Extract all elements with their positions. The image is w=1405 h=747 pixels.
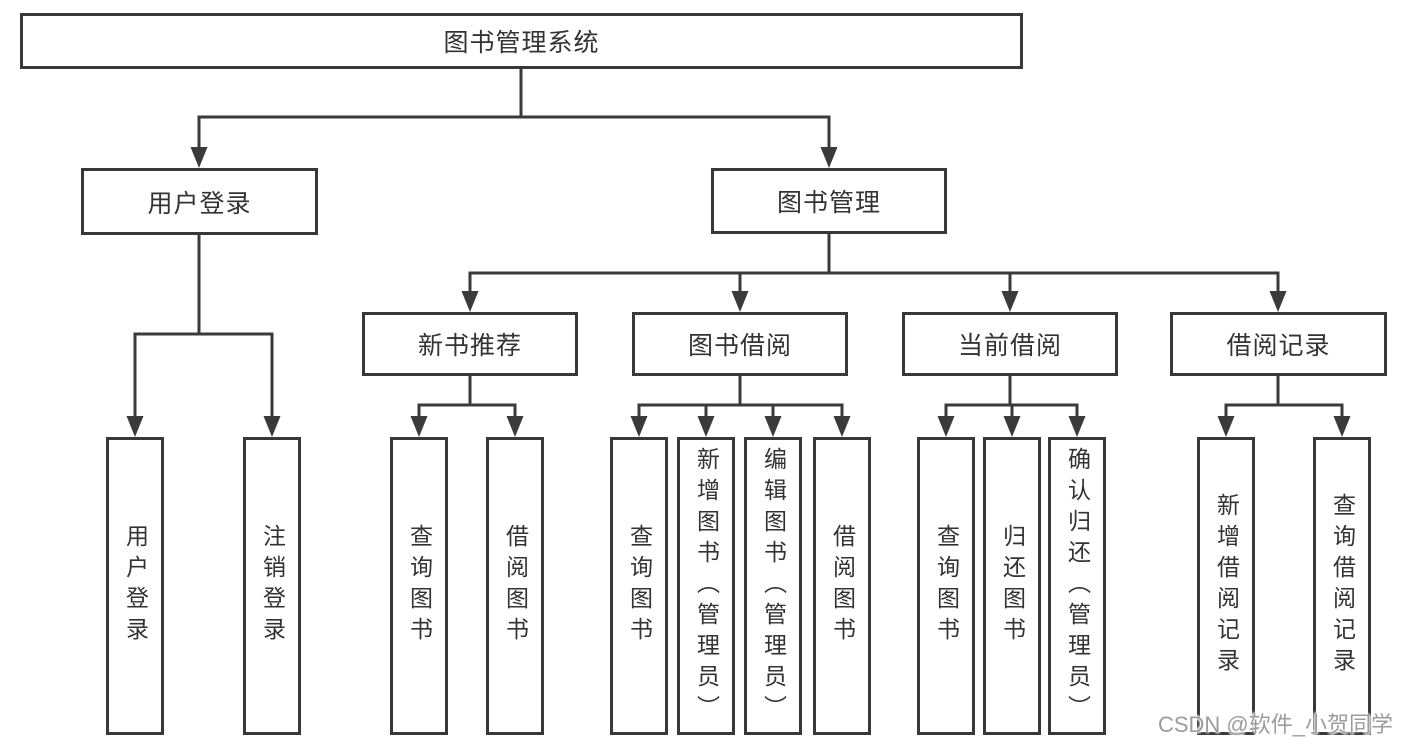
node-user-login: 用户登录 — [81, 168, 318, 235]
leaf-edit-book-admin: 编辑图书（管理员） — [744, 437, 802, 735]
arrowhead-icon — [1003, 416, 1021, 437]
arrowhead-icon — [833, 416, 851, 437]
arrowhead-icon — [126, 416, 144, 437]
node-new-book-recommend: 新书推荐 — [362, 312, 578, 376]
arrowhead-icon — [1001, 291, 1019, 312]
leaf-label: 借阅图书 — [502, 524, 529, 648]
arrowhead-icon — [1068, 416, 1086, 437]
arrowhead-icon — [937, 416, 955, 437]
leaf-return-book: 归还图书 — [983, 437, 1041, 735]
node-book-borrow: 图书借阅 — [632, 312, 848, 376]
arrowhead-icon — [190, 147, 208, 168]
leaf-borrow-books: 借阅图书 — [813, 437, 871, 735]
leaf-user-login: 用户登录 — [106, 437, 164, 735]
leaf-logout-login: 注销登录 — [243, 437, 301, 735]
leaf-query-books-current: 查询图书 — [917, 437, 975, 735]
leaf-borrow-books-recommend: 借阅图书 — [486, 437, 544, 735]
leaf-confirm-return-admin: 确认归还（管理员） — [1048, 437, 1106, 735]
csdn-watermark: CSDN @软件_小贺同学 — [1157, 712, 1393, 737]
leaf-label: 归还图书 — [999, 524, 1026, 648]
arrowhead-icon — [410, 416, 428, 437]
arrowhead-icon — [630, 416, 648, 437]
leaf-query-borrow-record: 查询借阅记录 — [1313, 437, 1371, 735]
leaf-add-borrow-record: 新增借阅记录 — [1197, 437, 1255, 735]
leaf-label: 查询图书 — [626, 524, 653, 648]
arrowhead-icon — [506, 416, 524, 437]
arrowhead-icon — [461, 291, 479, 312]
node-library-management-system: 图书管理系统 — [20, 13, 1023, 69]
leaf-label: 查询图书 — [406, 524, 433, 648]
leaf-add-book-admin: 新增图书（管理员） — [677, 437, 735, 735]
leaf-label: 用户登录 — [122, 524, 149, 648]
arrowhead-icon — [697, 416, 715, 437]
arrowhead-icon — [1333, 416, 1351, 437]
leaf-label: 编辑图书（管理员） — [760, 446, 787, 726]
node-book-management: 图书管理 — [711, 168, 947, 234]
leaf-label: 借阅图书 — [829, 524, 856, 648]
node-current-borrow: 当前借阅 — [902, 312, 1118, 376]
leaf-label: 确认归还（管理员） — [1064, 446, 1091, 726]
arrowhead-icon — [1217, 416, 1235, 437]
arrowhead-icon — [820, 147, 838, 168]
arrowhead-icon — [731, 291, 749, 312]
arrowhead-icon — [263, 416, 281, 437]
arrowhead-icon — [764, 416, 782, 437]
leaf-label: 查询图书 — [933, 524, 960, 648]
leaf-label: 查询借阅记录 — [1329, 493, 1356, 679]
leaf-query-books-borrow: 查询图书 — [610, 437, 668, 735]
leaf-label: 注销登录 — [259, 524, 286, 648]
arrowhead-icon — [1269, 291, 1287, 312]
leaf-label: 新增图书（管理员） — [693, 446, 720, 726]
leaf-label: 新增借阅记录 — [1213, 493, 1240, 679]
leaf-query-books-recommend: 查询图书 — [390, 437, 448, 735]
node-borrow-records: 借阅记录 — [1170, 312, 1387, 376]
